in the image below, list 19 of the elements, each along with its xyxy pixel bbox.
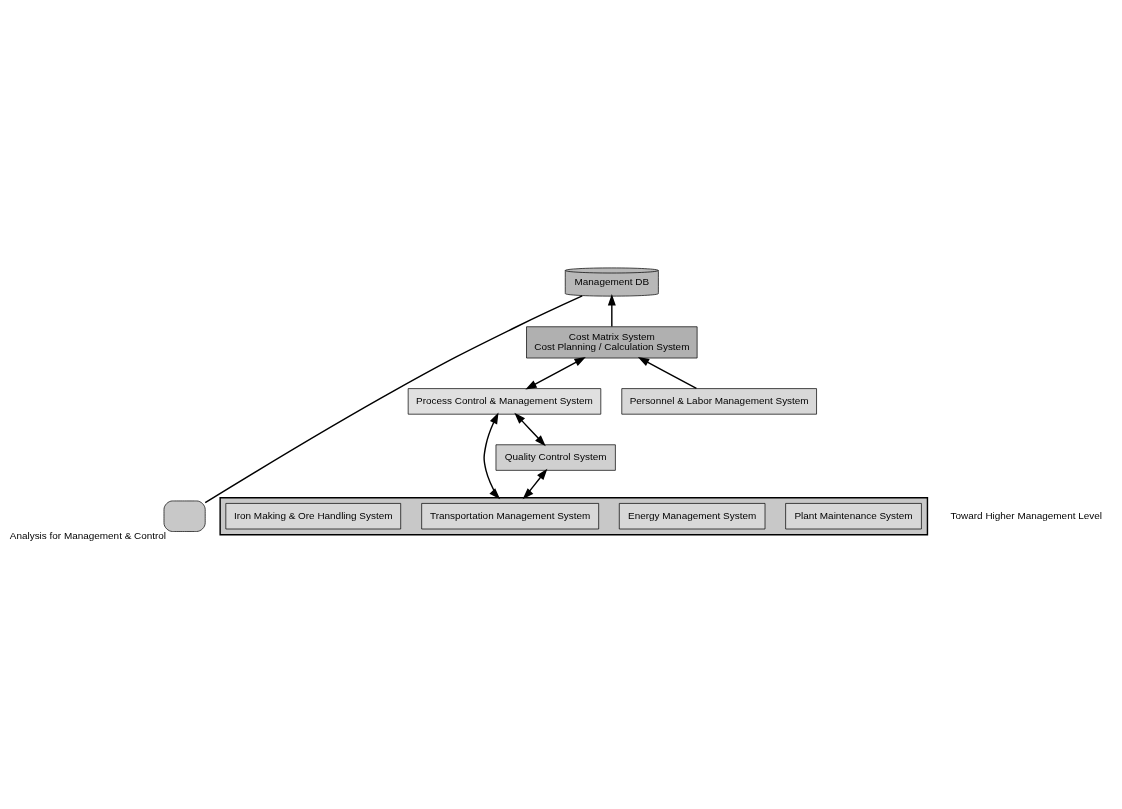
- node-box: Plant Maintenance System: [785, 502, 922, 529]
- node-box: Iron Making & Ore Handling System: [225, 502, 402, 529]
- arrow: [483, 411, 501, 499]
- node-box: Personnel & Labor Management System: [621, 387, 817, 415]
- node-box: Process Control & Management System: [407, 387, 602, 415]
- arrow: [514, 412, 546, 446]
- node-box: Transportation Management System: [421, 502, 600, 529]
- arrow: [525, 356, 586, 389]
- cluster: [219, 496, 929, 535]
- arrow: [607, 293, 616, 327]
- arrow: [637, 356, 698, 389]
- node-box: Energy Management System: [618, 502, 766, 529]
- node-box: [163, 500, 206, 532]
- node-box: Cost Matrix System Cost Planning / Calculation System: [526, 325, 698, 358]
- arrow: [522, 468, 548, 499]
- node-box: Quality Control System: [495, 443, 616, 471]
- connector: [204, 294, 583, 503]
- node-label: Analysis for Management & Control: [9, 529, 167, 541]
- label: Toward Higher Management Level: [950, 509, 1102, 521]
